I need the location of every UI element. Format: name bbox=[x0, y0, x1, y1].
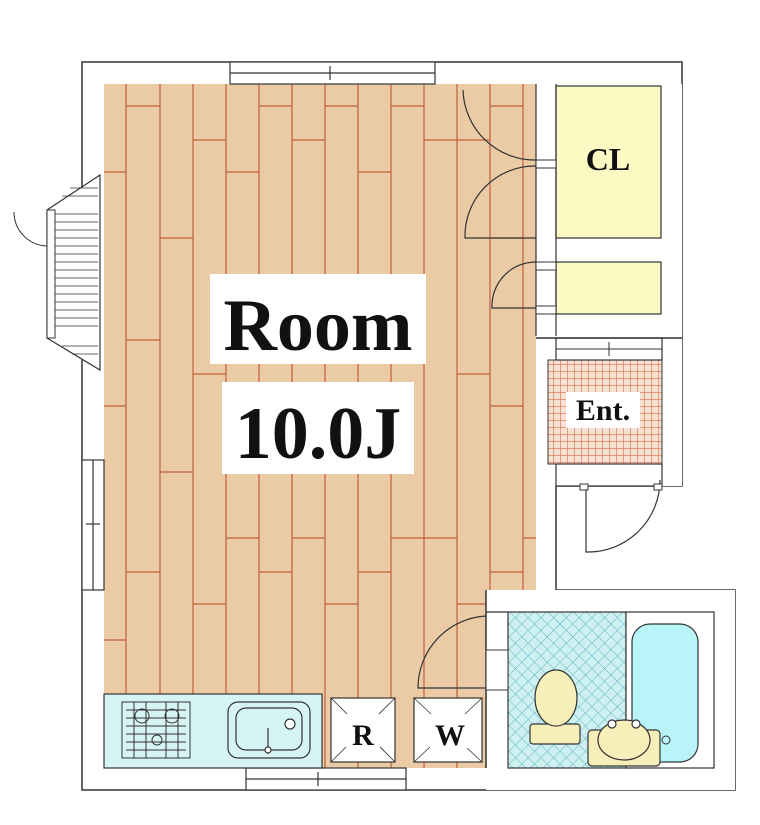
washbasin-icon bbox=[587, 719, 661, 767]
kitchen-counter bbox=[103, 693, 323, 769]
room-label: Room 10.0J bbox=[210, 274, 426, 475]
washer-label: W bbox=[435, 719, 465, 752]
room-size: 10.0J bbox=[235, 393, 402, 475]
closet-doors bbox=[462, 89, 537, 309]
sink-icon bbox=[227, 701, 311, 759]
washer-space: W bbox=[413, 697, 483, 763]
entrance-label: Ent. bbox=[576, 394, 630, 427]
closet-label: CL bbox=[586, 141, 630, 177]
stove-icon bbox=[121, 701, 191, 759]
refrigerator-space: R bbox=[330, 697, 396, 763]
toilet-icon bbox=[529, 669, 581, 745]
closet bbox=[535, 84, 682, 338]
bottom-window bbox=[245, 767, 407, 791]
left-window bbox=[81, 459, 105, 591]
room-name: Room bbox=[223, 285, 412, 367]
bay-window bbox=[13, 173, 101, 372]
entrance bbox=[536, 337, 682, 553]
fridge-label: R bbox=[352, 719, 374, 752]
top-window bbox=[229, 61, 436, 85]
